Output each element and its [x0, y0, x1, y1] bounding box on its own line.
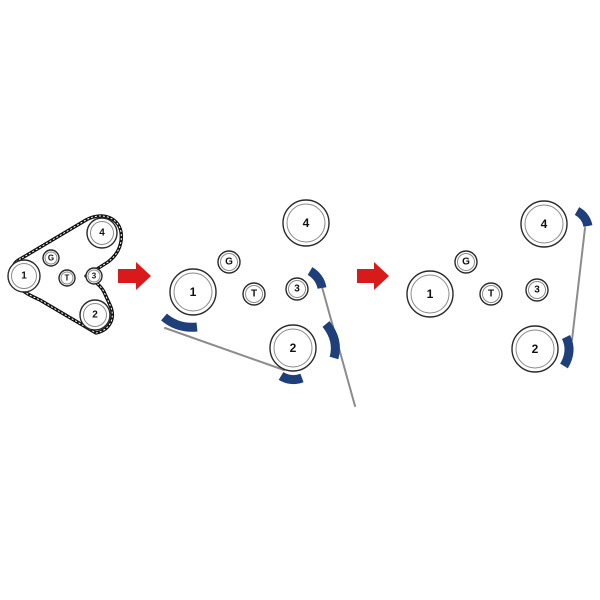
panel-routing-overview: 1 4 2 G T 3	[7, 214, 124, 335]
pulley-4-label: 4	[541, 217, 548, 231]
belt-line-1-to-2	[164, 327, 285, 371]
tensioner-pulley: T	[242, 282, 266, 306]
pulley-2: 2	[269, 324, 317, 372]
pulley-4-small: 4	[86, 217, 118, 249]
generator-pulley-small: G	[42, 249, 60, 267]
pulley-2-small: 2	[79, 299, 111, 331]
pulley-1: 1	[169, 268, 217, 316]
tensioner-label: T	[251, 289, 257, 300]
pulley-4-label: 4	[303, 216, 310, 230]
belt-segment-pulley-1	[161, 313, 198, 332]
pulley-2-label: 2	[532, 342, 539, 356]
pulley-4: 4	[520, 200, 568, 248]
pulley-2-label: 2	[92, 310, 98, 321]
panel-remove-step-1: 1 4 2 G T 3	[161, 199, 356, 407]
serpentine-belt-inner-line	[11, 215, 122, 334]
belt-segment-pulley-2-side	[322, 321, 340, 360]
pulley-4: 4	[282, 199, 330, 247]
tensioner-pulley: T	[479, 282, 503, 306]
generator-pulley: G	[217, 250, 241, 274]
pulley-4-label: 4	[99, 228, 105, 239]
pulley-3-label: 3	[92, 272, 97, 281]
next-step-arrow-2	[357, 262, 389, 290]
tensioner-label: T	[488, 289, 494, 300]
pulley-1-small: 1	[7, 259, 41, 293]
pulley-3: 3	[285, 277, 309, 301]
panel-remove-step-2: 1 4 2 G T 3	[406, 200, 593, 373]
pulley-3: 3	[525, 278, 549, 302]
pulley-1: 1	[406, 270, 454, 318]
pulley-1-label: 1	[427, 287, 434, 301]
pulley-3-small: 3	[85, 267, 103, 285]
pulley-3-label: 3	[294, 284, 300, 295]
belt-segment-pulley-3	[307, 267, 327, 290]
generator-label: G	[225, 257, 233, 268]
belt-segment-pulley-2	[560, 334, 574, 369]
belt-segment-pulley-2-bottom	[278, 372, 304, 385]
next-step-arrow-1	[118, 262, 151, 290]
pulley-2: 2	[511, 325, 559, 373]
generator-pulley: G	[454, 250, 478, 274]
generator-label: G	[462, 257, 470, 268]
belt-segment-pulley-4	[574, 207, 593, 228]
pulley-1-label: 1	[21, 271, 27, 282]
belt-line-4-to-2	[571, 227, 586, 341]
pulley-2-label: 2	[290, 341, 297, 355]
pulley-3-label: 3	[534, 285, 540, 296]
generator-label: G	[48, 254, 54, 263]
pulley-1-label: 1	[190, 285, 197, 299]
tensioner-pulley-small: T	[58, 269, 76, 287]
tensioner-label: T	[65, 274, 70, 283]
